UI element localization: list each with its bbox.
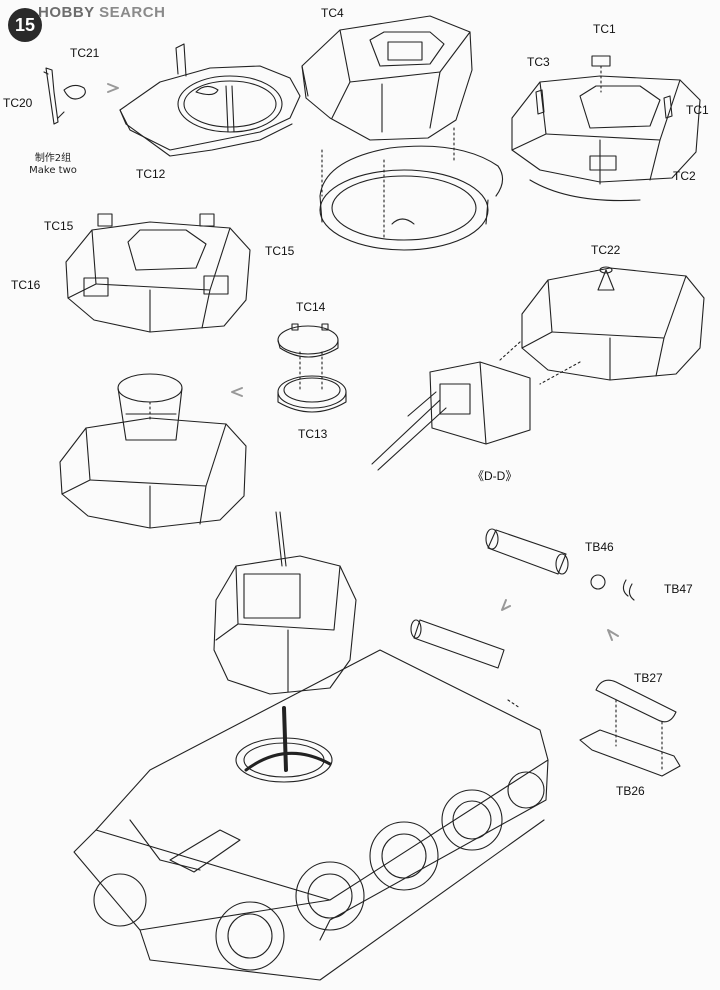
- watermark: HOBBY SEARCH: [38, 4, 165, 21]
- label-tc20: TC20: [3, 96, 33, 110]
- turret-with-gun-tc22: [371, 266, 705, 471]
- bracket-parts-tc20-tc21: [43, 67, 86, 125]
- label-tc21: TC21: [70, 46, 100, 60]
- cupola-ring-tc13-tc14: [277, 323, 347, 413]
- note-make-two-en: Make two: [29, 165, 77, 176]
- flow-arrow-3: [501, 599, 511, 611]
- label-tb46: TB46: [585, 540, 614, 554]
- label-tb27: TB27: [634, 671, 663, 685]
- flow-arrow-4: [607, 629, 619, 641]
- turret-with-cupola: [59, 373, 247, 529]
- watermark-search: SEARCH: [99, 4, 166, 21]
- label-tc14: TC14: [296, 300, 326, 314]
- label-section-dd: 《D-D》: [472, 469, 518, 483]
- tank-hull-with-turret: [73, 511, 549, 981]
- label-tc16: TC16: [11, 278, 41, 292]
- step-number-badge: 15: [8, 8, 42, 42]
- turret-with-hatches-tc1-tc3: [511, 55, 701, 202]
- label-tc15-right: TC15: [265, 244, 295, 258]
- label-tc1-top: TC1: [593, 22, 616, 36]
- label-tc13: TC13: [298, 427, 328, 441]
- turret-shell-tc4: [301, 15, 473, 141]
- label-tc22: TC22: [591, 243, 621, 257]
- label-tb26: TB26: [616, 784, 645, 798]
- flow-arrow-2: [231, 387, 243, 397]
- label-tc3: TC3: [527, 55, 550, 69]
- note-make-two-cn: 制作2组: [34, 153, 72, 164]
- hatch-plate-tc12: [119, 43, 301, 157]
- label-tc1-right: TC1: [686, 103, 709, 117]
- turret-ring-under-tc4: [319, 127, 504, 251]
- watermark-hobby: HOBBY: [38, 4, 95, 21]
- label-tc12: TC12: [136, 167, 166, 181]
- label-tc4: TC4: [321, 6, 344, 20]
- label-tc15-left: TC15: [44, 219, 74, 233]
- muffler-shield-tb26-tb27: [579, 679, 681, 777]
- turret-with-periscopes-tc15-tc16: [65, 213, 251, 333]
- exhaust-muffler-tb46-tb47: [485, 528, 635, 601]
- flow-arrow-1: [107, 83, 119, 93]
- label-tc2: TC2: [673, 169, 696, 183]
- label-tb47: TB47: [664, 582, 693, 596]
